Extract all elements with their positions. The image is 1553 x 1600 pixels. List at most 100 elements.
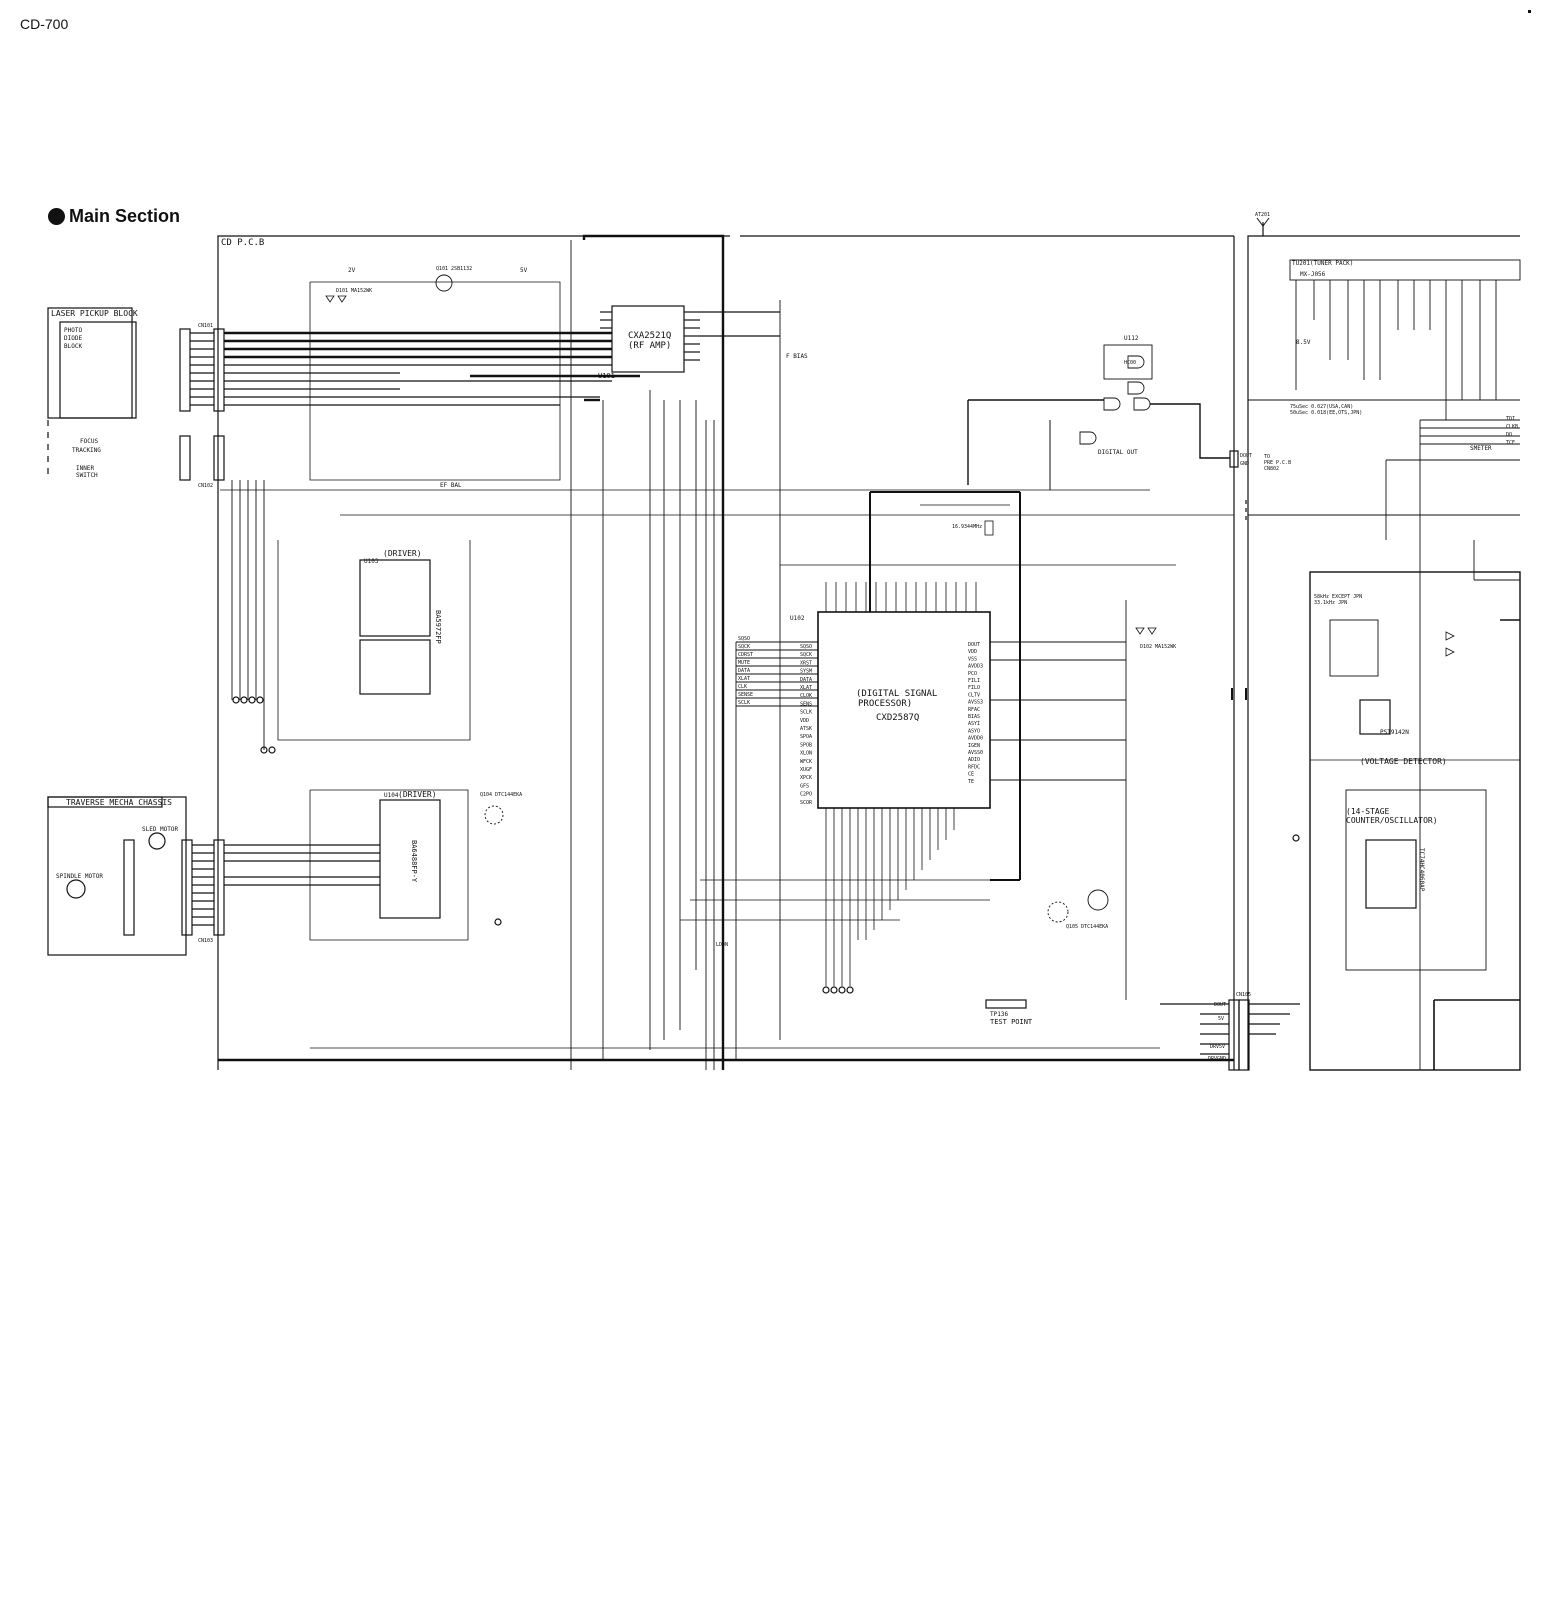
dsp-pin-vdd: VDD — [968, 649, 977, 655]
photo-diode-line2: DIODE — [64, 335, 82, 342]
sled-motor-symbol — [148, 832, 166, 850]
dsp-pin-gfs: GFS — [800, 783, 809, 789]
dsp-pin-sqso: SQSO — [800, 644, 812, 650]
focus-label: FOCUS — [80, 438, 98, 445]
at201-label: AT201 — [1255, 212, 1270, 218]
ctrl-signal-clk: CLK — [738, 684, 747, 690]
freq-note-1: 58kHz EXCEPT JPN — [1314, 594, 1362, 600]
ctrl-signal-cdrst: CDRST — [738, 652, 753, 658]
corner-mark — [1528, 10, 1531, 13]
inner-switch-line2: SWITCH — [76, 472, 98, 479]
cn101-label: CN101 — [198, 323, 213, 329]
driver2-ref: U104 — [384, 792, 399, 799]
diode-d101: D101 MA152WK — [336, 288, 372, 294]
dsp-function-line2: PROCESSOR) — [858, 699, 912, 709]
u583-part: TC74HC4060AP — [1418, 848, 1425, 892]
dsp-pin-avss0: AVSS0 — [968, 750, 983, 756]
dsp-pin-spob: SPOB — [800, 742, 812, 748]
dsp-ref: U102 — [790, 615, 805, 622]
section-title-text: Main Section — [69, 206, 181, 226]
dsp-left-pin-labels: SQSOSQCKXRSTSYSMDATAXLATCLOKSENSSCLKVDDA… — [800, 644, 813, 806]
gnd-label: GND — [1240, 461, 1249, 467]
net-dout: DOUT — [1214, 1002, 1226, 1008]
traverse-title-box — [47, 796, 163, 808]
cn105-label: CN105 — [1236, 992, 1251, 998]
dsp-right-pin-labels: DOUTVDDVSSAVDD3PCOFILIFILOCLTVAVSS3RFACB… — [968, 642, 983, 785]
ctrl-signal-sense: SENSE — [738, 692, 753, 698]
tuner-sig-tce: TCE — [1506, 440, 1515, 446]
to-pre-line2: PRE P.C.B — [1264, 460, 1291, 466]
dout-label: DOUT — [1240, 453, 1252, 459]
tuner-sig-clkb: CLKB — [1506, 424, 1518, 430]
cn101-left — [179, 328, 191, 412]
dsp-pin-rfdc: RFDC — [968, 764, 980, 770]
driver1-function: (DRIVER) — [383, 549, 422, 558]
test-point-label: TEST POINT — [990, 1018, 1033, 1026]
digital-out-connector — [1229, 450, 1239, 468]
dsp-pin-sclk: SCLK — [800, 710, 812, 716]
power-5v: 5V — [520, 267, 528, 274]
photo-diode-box — [59, 321, 137, 419]
dsp-ic-body — [817, 611, 991, 809]
cn103-right — [181, 839, 193, 936]
ctrl-signal-mute: MUTE — [738, 660, 750, 666]
power-2v: 2V — [348, 267, 356, 274]
dsp-pin-asyi: ASYI — [968, 721, 980, 727]
ctrl-signal-sclk: SCLK — [738, 700, 750, 706]
counter-label-line2: COUNTER/OSCILLATOR) — [1346, 816, 1438, 825]
dsp-pin-scor: SCOR — [800, 800, 813, 806]
dsp-pin-wfck: WFCK — [800, 759, 812, 765]
dsp-function-line1: (DIGITAL SIGNAL — [856, 689, 937, 699]
dsp-pin-avss3: AVSS3 — [968, 700, 983, 706]
u112-ref: U112 — [1124, 335, 1139, 342]
dsp-pin-vdd: VDD — [800, 718, 809, 724]
dsp-part: CXD2587Q — [876, 713, 919, 723]
dsp-pin-adio: ADIO — [968, 757, 980, 763]
ctrl-signal-xlat: XLAT — [738, 676, 750, 682]
dsp-pin-sysm: SYSM — [800, 669, 812, 675]
driver1-part: BA5972FP — [434, 610, 442, 644]
ctrl-signal-data: DATA — [738, 668, 750, 674]
net-drv5v: DRV5V — [1210, 1044, 1225, 1050]
cn102-left — [179, 435, 191, 481]
digital-out-label: DIGITAL OUT — [1098, 449, 1138, 456]
dsp-pin-filo: FILO — [968, 685, 980, 691]
cn101-right — [213, 328, 225, 412]
rf-amp-ic-body — [611, 305, 685, 373]
dsp-pin-data: DATA — [800, 677, 812, 683]
dsp-pin-igen: IGEN — [968, 743, 980, 749]
diode-d102: D102 MA152WK — [1140, 644, 1176, 650]
net-drvgnd: DRVGND — [1208, 1056, 1226, 1062]
cn105-right — [1238, 999, 1250, 1071]
cn102-label: CN102 — [198, 483, 213, 489]
dsp-pin-vss: VSS — [968, 656, 977, 662]
rf-amp-function: (RF AMP) — [628, 341, 671, 351]
power-8v5: 8.5V — [1296, 339, 1311, 346]
tracking-label: TRACKING — [72, 447, 101, 454]
sled-motor-label: SLED MOTOR — [142, 826, 179, 833]
cn103-pcb — [213, 839, 225, 936]
dsp-pin-fili: FILI — [968, 678, 980, 684]
driver2-function: (DRIVER) — [398, 790, 437, 799]
to-pre-line3: CN802 — [1264, 466, 1279, 472]
spindle-motor-label: SPINDLE MOTOR — [56, 873, 103, 880]
cn102-right — [213, 435, 225, 481]
driver2-part: BA6488FP-Y — [410, 840, 418, 883]
dsp-pin-bias: BIAS — [968, 714, 980, 720]
tuner-part-label: MX-J056 — [1300, 271, 1326, 278]
model-number: CD-700 — [20, 16, 69, 32]
freq-note-2: 33.1kHz JPN — [1314, 600, 1347, 606]
dsp-pin-xrst: XRST — [800, 660, 812, 666]
xtal-label: 16.9344MHz — [952, 524, 982, 530]
dsp-pin-sens: SENS — [800, 701, 812, 707]
rf-amp-part: CXA2521Q — [628, 331, 671, 341]
rf-amp-ref: U101 — [598, 372, 615, 380]
dsp-pin-xlat: XLAT — [800, 685, 812, 691]
cd-pcb-label: CD P.C.B — [221, 238, 264, 248]
driver1-ic-body — [359, 559, 431, 637]
dsp-pin-atsk: ATSK — [800, 726, 812, 732]
spindle-motor-symbol — [66, 879, 86, 899]
cn103-left — [123, 839, 135, 936]
dsp-pin-dout: DOUT — [968, 642, 980, 648]
